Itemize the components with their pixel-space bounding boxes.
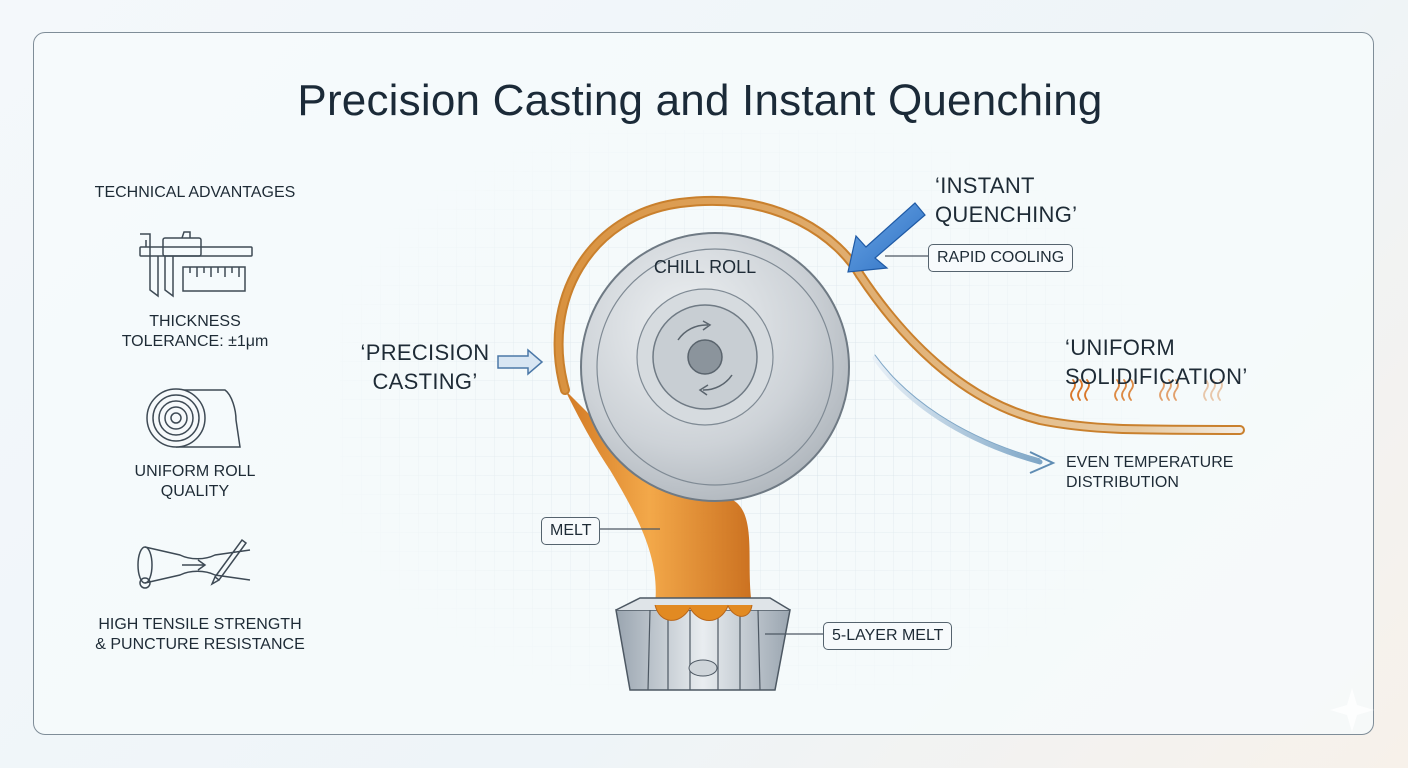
five-layer-melt-tag: 5-LAYER MELT	[823, 622, 953, 650]
chill-roll-label: CHILL ROLL	[653, 257, 757, 277]
advantage-thickness-label: THICKNESS TOLERANCE: ±1μm	[95, 312, 295, 352]
chill-roll	[580, 232, 850, 502]
sidebar-heading: TECHNICAL ADVANTAGES	[94, 184, 296, 201]
advantage-roll-quality-label: UNIFORM ROLL QUALITY	[95, 462, 295, 502]
quench-arrow-icon	[847, 202, 926, 273]
uniform-solidification-line2: SOLIDIFICATION’	[1065, 364, 1248, 389]
advantage-tensile-line1: HIGH TENSILE STRENGTH	[98, 616, 302, 633]
heat-waves-icon	[1070, 379, 1223, 401]
instant-quenching-line2: QUENCHING’	[935, 202, 1078, 227]
advantage-roll-quality-line2: QUALITY	[160, 483, 230, 500]
rapid-cooling-tag: RAPID COOLING	[928, 244, 1074, 272]
advantage-thickness-line2: TOLERANCE: ±1μm	[121, 333, 269, 350]
even-temperature-line2: DISTRIBUTION	[1066, 474, 1179, 491]
casting-arrow-icon	[497, 348, 544, 376]
advantage-roll-quality-line1: UNIFORM ROLL	[134, 463, 256, 480]
five-layer-die	[615, 597, 791, 691]
even-temperature-arrow-icon	[872, 354, 1056, 474]
sparkle-icon	[1330, 688, 1374, 732]
uniform-solidification-line1: ‘UNIFORM	[1065, 335, 1175, 360]
film-roll-icon	[146, 388, 241, 448]
advantage-tensile-line2: & PUNCTURE RESISTANCE	[95, 636, 305, 653]
advantage-thickness-line1: THICKNESS	[149, 313, 241, 330]
film-web	[555, 197, 1243, 433]
rotation-arrow-icon	[677, 324, 709, 341]
precision-casting-label: ‘PRECISION CASTING’	[350, 338, 500, 396]
page-title: Precision Casting and Instant Quenching	[297, 76, 1103, 125]
advantage-tensile-label: HIGH TENSILE STRENGTH & PUNCTURE RESISTA…	[85, 615, 315, 655]
precision-casting-line2: CASTING’	[372, 369, 478, 394]
melt-tag: MELT	[541, 517, 601, 545]
caliper-icon	[139, 231, 253, 298]
uniform-solidification-label: ‘UNIFORM SOLIDIFICATION’	[1065, 333, 1275, 391]
leader-lines	[598, 255, 928, 635]
even-temperature-label: EVEN TEMPERATURE DISTRIBUTION	[1066, 453, 1266, 493]
precision-casting-line1: ‘PRECISION	[360, 340, 490, 365]
instant-quenching-label: ‘INSTANT QUENCHING’	[935, 171, 1105, 229]
even-temperature-line1: EVEN TEMPERATURE	[1066, 454, 1234, 471]
stretched-film-icon	[137, 538, 251, 589]
instant-quenching-line1: ‘INSTANT	[935, 173, 1035, 198]
